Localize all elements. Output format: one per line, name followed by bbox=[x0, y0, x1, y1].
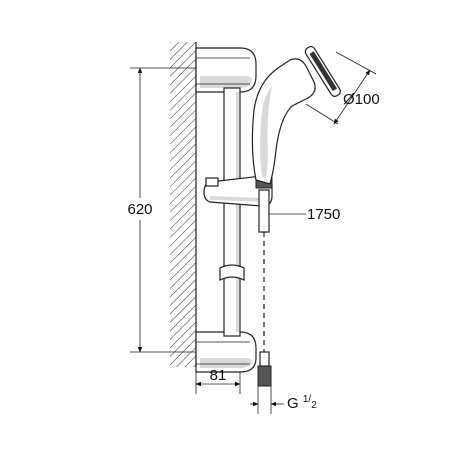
connection-numerator: 1 bbox=[303, 394, 309, 405]
height-label: 620 bbox=[127, 201, 152, 218]
wall-offset-label: 81 bbox=[210, 367, 227, 384]
diameter-label: Ø100 bbox=[343, 91, 380, 108]
connection-thread-dimension: G 1/2 bbox=[250, 386, 317, 414]
diameter-symbol: Ø bbox=[343, 91, 355, 108]
shower-hose bbox=[257, 189, 272, 387]
bottom-wall-bracket bbox=[195, 331, 257, 373]
connection-denominator: 2 bbox=[311, 400, 317, 411]
height-dimension: 620 bbox=[120, 67, 200, 353]
shower-rail bbox=[219, 87, 245, 337]
hand-shower bbox=[251, 45, 342, 185]
connection-prefix: G bbox=[287, 395, 299, 412]
diameter-value: 100 bbox=[355, 91, 380, 108]
wall-offset-dimension: 81 bbox=[195, 367, 241, 394]
diameter-dimension: Ø100 bbox=[305, 51, 380, 125]
hose-length-dimension: 1750 bbox=[269, 206, 340, 223]
wall bbox=[170, 42, 197, 367]
top-wall-bracket bbox=[195, 47, 257, 93]
connection-label: G 1/2 bbox=[287, 394, 317, 412]
hose-length-label: 1750 bbox=[307, 206, 340, 223]
